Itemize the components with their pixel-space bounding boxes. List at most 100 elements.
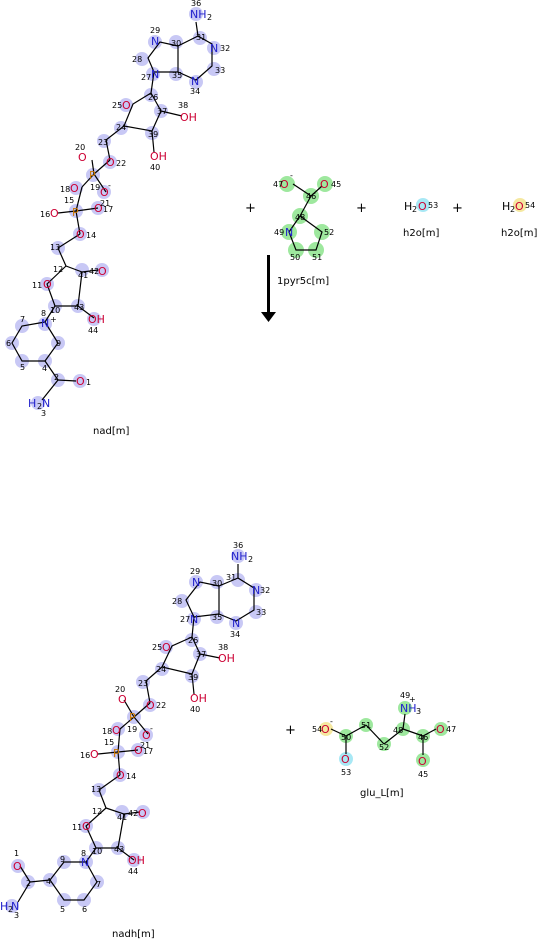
svg-text:48: 48 (393, 726, 403, 735)
svg-text:OH: OH (218, 652, 235, 665)
svg-text:N: N (192, 576, 200, 589)
svg-text:N: N (151, 68, 159, 81)
svg-text:46: 46 (418, 733, 428, 742)
svg-text:O: O (118, 693, 127, 706)
svg-text:37: 37 (157, 107, 167, 116)
svg-text:N: N (151, 35, 159, 48)
svg-text:3: 3 (14, 911, 19, 920)
svg-text:OH: OH (128, 854, 145, 867)
svg-text:50: 50 (290, 253, 300, 262)
svg-text:O: O (138, 807, 147, 820)
svg-text:24: 24 (116, 123, 126, 132)
svg-text:29: 29 (190, 567, 200, 576)
svg-text:44: 44 (88, 326, 98, 335)
svg-text:11: 11 (72, 823, 82, 832)
svg-text:14: 14 (86, 231, 96, 240)
svg-text:-: - (447, 717, 450, 726)
svg-text:30: 30 (171, 39, 181, 48)
svg-text:3: 3 (416, 707, 421, 716)
svg-text:46: 46 (306, 192, 316, 201)
h2o-53-highlight (416, 198, 430, 212)
svg-text:20: 20 (75, 143, 85, 152)
svg-text:37: 37 (196, 650, 206, 659)
svg-text:O: O (50, 207, 59, 220)
svg-text:22: 22 (156, 701, 166, 710)
svg-text:P: P (72, 206, 79, 219)
svg-text:45: 45 (418, 770, 428, 779)
svg-text:N: N (11, 900, 19, 913)
svg-text:3: 3 (41, 409, 46, 418)
svg-text:39: 39 (148, 130, 158, 139)
svg-text:52: 52 (379, 743, 389, 752)
svg-text:36: 36 (191, 0, 201, 8)
svg-text:49: 49 (400, 691, 410, 700)
svg-text:H: H (404, 200, 412, 213)
h2o-54-highlight (513, 198, 527, 212)
svg-text:N: N (41, 317, 49, 330)
svg-text:53: 53 (341, 768, 351, 777)
svg-text:16: 16 (40, 210, 50, 219)
svg-text:28: 28 (172, 597, 182, 606)
svg-text:51: 51 (361, 721, 371, 730)
plus-sign-4: + (285, 723, 296, 738)
svg-text:13: 13 (91, 785, 101, 794)
svg-text:2: 2 (248, 555, 253, 564)
svg-text:50: 50 (341, 733, 351, 742)
svg-text:8: 8 (41, 309, 46, 318)
svg-text:-: - (150, 724, 153, 733)
svg-text:O: O (134, 744, 143, 757)
svg-text:OH: OH (190, 692, 207, 705)
svg-text:45: 45 (331, 180, 341, 189)
svg-text:31: 31 (196, 33, 206, 42)
glu-l-label: glu_L[m] (360, 788, 404, 799)
svg-text:54: 54 (525, 201, 535, 210)
svg-text:1: 1 (86, 378, 91, 387)
svg-text:O: O (78, 151, 87, 164)
svg-text:25: 25 (112, 101, 122, 110)
svg-text:O: O (418, 200, 427, 213)
glu-l-atom-highlights (319, 701, 448, 767)
svg-text:4: 4 (42, 364, 47, 373)
svg-text:O: O (94, 202, 103, 215)
svg-text:O: O (320, 178, 329, 191)
svg-text:O: O (418, 755, 427, 768)
svg-text:31: 31 (226, 573, 236, 582)
svg-text:2: 2 (26, 879, 31, 888)
svg-text:H: H (28, 397, 36, 410)
svg-text:P: P (113, 747, 120, 760)
svg-text:19: 19 (90, 183, 100, 192)
svg-text:H: H (502, 200, 510, 213)
svg-text:18: 18 (60, 185, 70, 194)
svg-text:O: O (13, 860, 22, 873)
svg-text:7: 7 (96, 880, 101, 889)
svg-text:7: 7 (20, 315, 25, 324)
svg-text:OH: OH (180, 111, 197, 124)
svg-text:42: 42 (128, 809, 138, 818)
svg-text:35: 35 (172, 71, 182, 80)
svg-text:34: 34 (230, 630, 240, 639)
svg-text:40: 40 (150, 163, 160, 172)
svg-text:19: 19 (127, 725, 137, 734)
svg-text:36: 36 (233, 541, 243, 550)
svg-text:20: 20 (115, 685, 125, 694)
svg-text:O: O (280, 178, 289, 191)
svg-text:2: 2 (510, 205, 515, 214)
svg-text:43: 43 (114, 845, 124, 854)
svg-text:N: N (191, 75, 199, 88)
svg-text:12: 12 (92, 807, 102, 816)
svg-text:29: 29 (150, 26, 160, 35)
svg-text:25: 25 (152, 643, 162, 652)
svg-text:48: 48 (295, 213, 305, 222)
svg-text:+: + (409, 695, 416, 704)
svg-text:33: 33 (256, 608, 266, 617)
svg-text:O: O (82, 820, 91, 833)
svg-text:5: 5 (20, 363, 25, 372)
svg-text:O: O (76, 375, 85, 388)
svg-text:O: O (116, 769, 125, 782)
